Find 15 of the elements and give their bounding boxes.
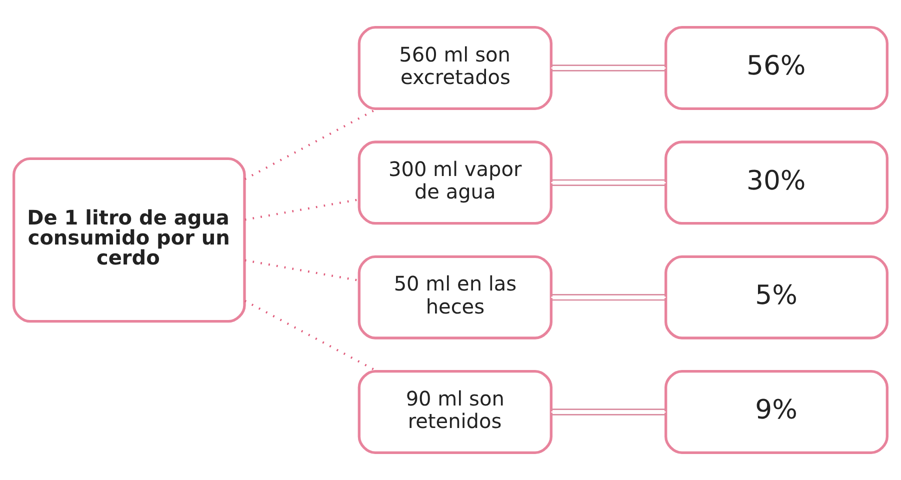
node-box: 5% bbox=[664, 255, 888, 340]
node-box: De 1 litro de agua consumido por un cerdo bbox=[12, 157, 246, 323]
connector bbox=[244, 198, 359, 221]
connector bbox=[551, 64, 666, 72]
connector bbox=[551, 408, 666, 416]
connector bbox=[551, 179, 666, 186]
node-box: 90 ml son retenidos bbox=[358, 370, 552, 454]
node-box: 9% bbox=[664, 370, 888, 454]
node-box: 56% bbox=[664, 26, 888, 110]
connector bbox=[551, 294, 666, 301]
node-box: 560 ml son excretados bbox=[358, 26, 552, 110]
node-box: 300 ml vapor de agua bbox=[358, 140, 552, 225]
connector bbox=[244, 259, 359, 282]
node-box: 50 ml en las heces bbox=[358, 255, 552, 340]
node-box: 30% bbox=[664, 140, 888, 225]
